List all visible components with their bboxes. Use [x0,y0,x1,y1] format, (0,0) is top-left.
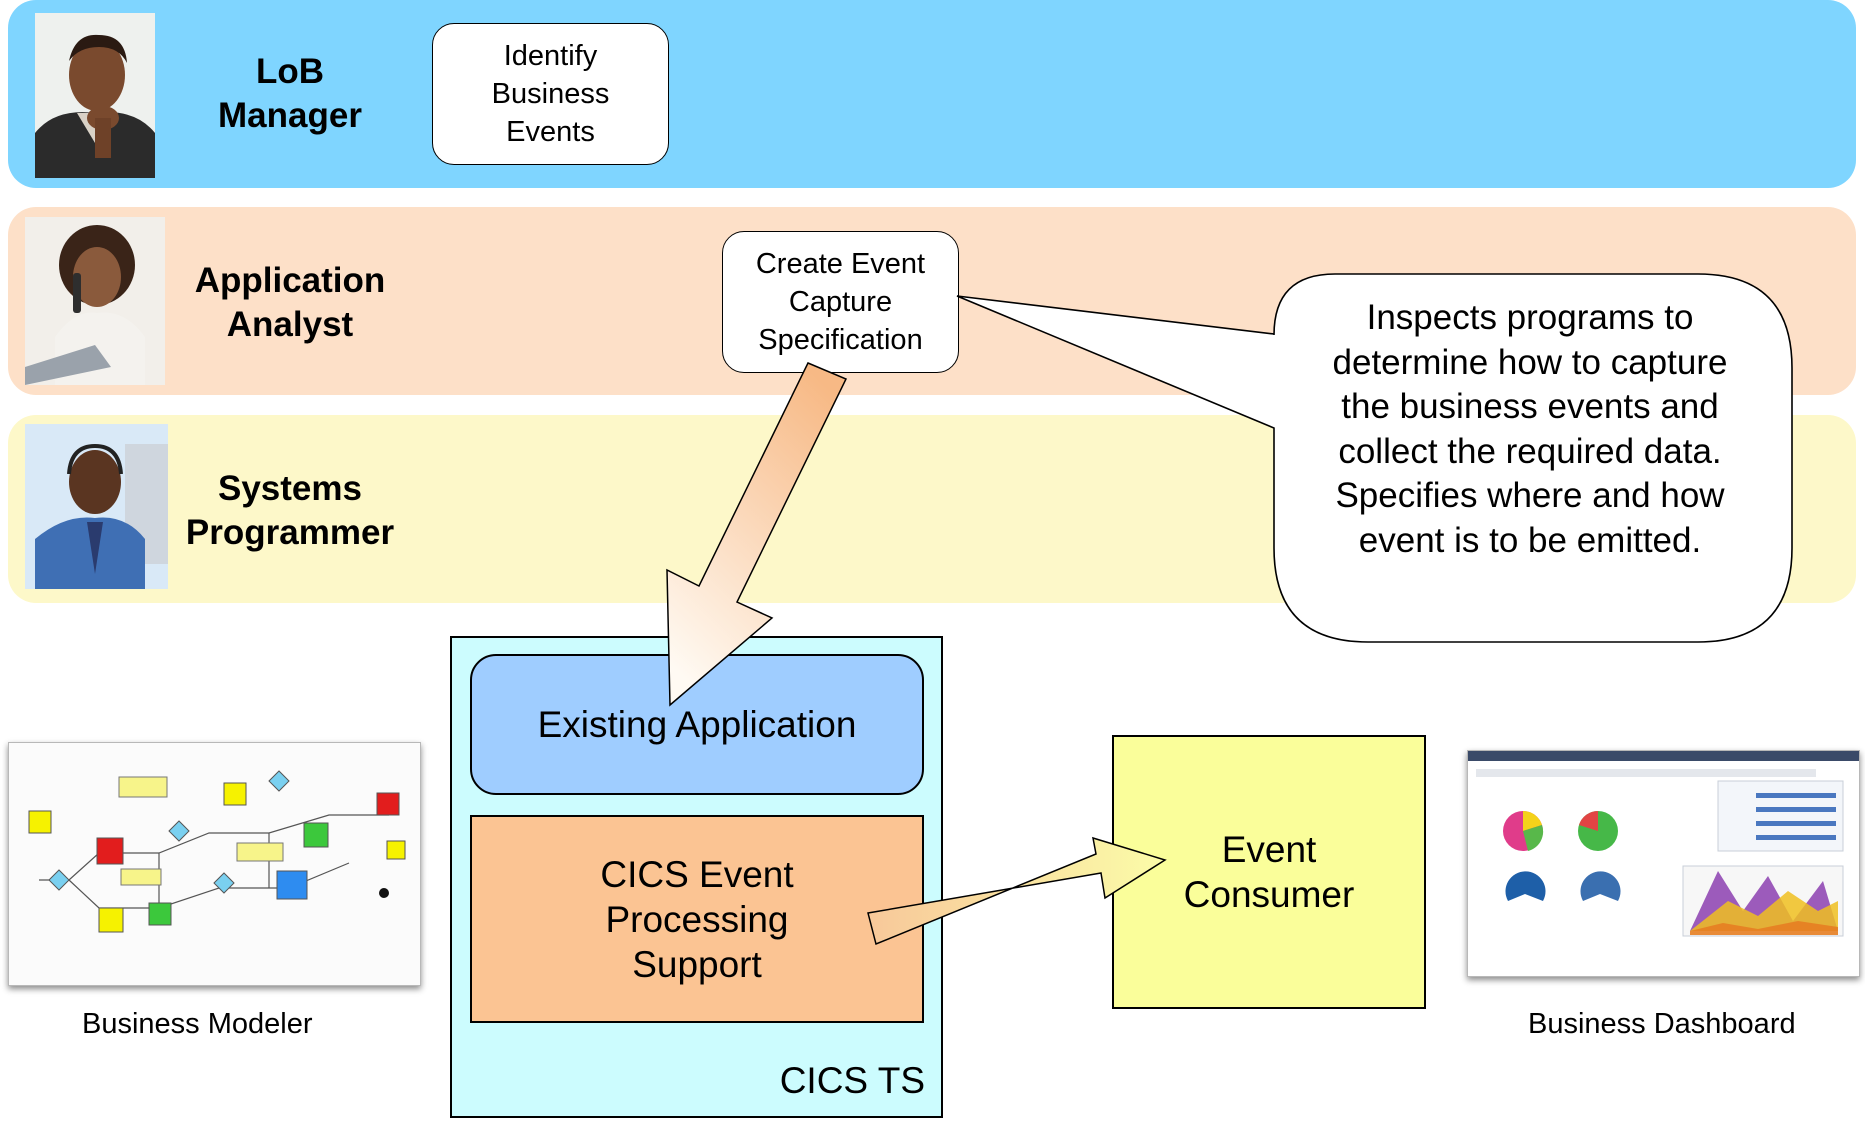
business-modeler-thumbnail [8,742,421,986]
existing-application-label: Existing Application [537,703,857,745]
lob-manager-photo [35,13,155,178]
cics-event-processing-box: CICS Event Processing Support [470,815,924,1023]
cics-ep-line-2: Processing [605,898,789,940]
task-identify-line-2: Business [491,78,610,110]
role-systems-programmer: Systems Programmer [170,467,410,555]
business-dashboard-thumbnail [1467,750,1860,977]
existing-application-box: Existing Application [470,654,924,795]
callout-line-5: Specifies where and how [1335,476,1725,515]
callout-text: Inspects programs to determine how to ca… [1295,296,1765,563]
application-analyst-photo [25,217,165,385]
role-application-analyst-line-2: Analyst [226,305,354,344]
task-identify-line-1: Identify [503,40,598,72]
role-lob-manager-line-1: LoB [255,52,325,91]
event-consumer-line-1: Event [1221,829,1317,870]
swimlane-lob-manager [8,0,1856,188]
task-create-line-3: Specification [758,324,923,356]
task-create-line-2: Capture [788,286,893,318]
role-application-analyst: Application Analyst [170,259,410,347]
task-identify-line-3: Events [506,116,595,148]
role-lob-manager: LoB Manager [170,50,410,138]
cics-ep-line-3: Support [632,943,762,985]
role-systems-programmer-line-1: Systems [218,469,362,508]
task-create-event-capture-specification: Create Event Capture Specification [722,231,959,373]
cics-ts-label: CICS TS [779,1060,925,1101]
arrow-spec-to-application [666,362,848,707]
callout-line-6: event is to be emitted. [1358,520,1702,560]
cics-ep-line-1: CICS Event [600,853,794,895]
task-create-line-1: Create Event [755,248,926,280]
business-dashboard-caption: Business Dashboard [1528,1008,1796,1040]
callout-line-2: determine how to capture [1332,342,1728,382]
role-lob-manager-line-2: Manager [218,96,362,135]
callout-line-1: Inspects programs to [1366,298,1694,337]
task-identify-business-events: Identify Business Events [432,23,669,165]
speech-callout-bubble [956,273,1793,643]
event-consumer-line-2: Consumer [1183,874,1355,915]
systems-programmer-photo [25,424,168,589]
role-systems-programmer-line-2: Programmer [185,513,395,552]
arrow-event-processing-to-consumer [867,836,1167,946]
role-application-analyst-line-1: Application [194,261,386,300]
callout-line-4: collect the required data. [1338,431,1722,471]
business-modeler-caption: Business Modeler [82,1008,313,1040]
callout-line-3: the business events and [1341,387,1719,426]
